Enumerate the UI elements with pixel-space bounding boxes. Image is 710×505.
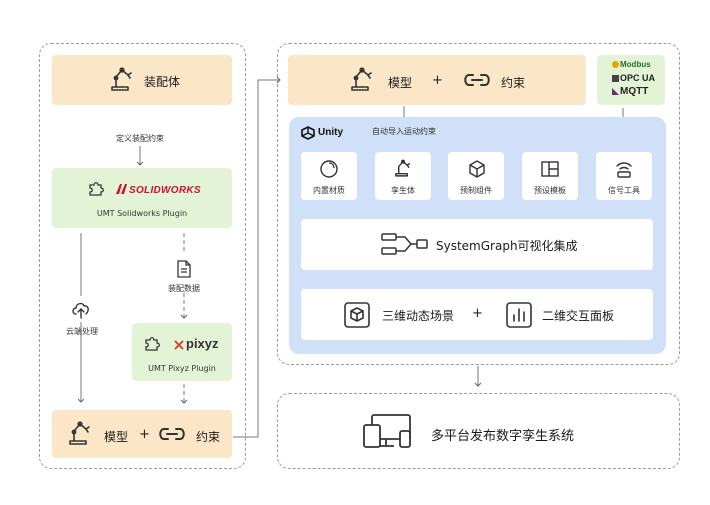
material-icon: [320, 160, 338, 178]
signal-icon: [616, 162, 632, 178]
solidworks-plugin-node: [52, 168, 232, 228]
left-model-label: 模型: [104, 430, 129, 444]
assembly-data-label: 装配数据: [168, 284, 200, 293]
right-plus: +: [432, 73, 443, 88]
card-signal-label: 信号工具: [608, 186, 640, 195]
link-icon: [159, 428, 185, 440]
cloud-upload-icon: [72, 302, 89, 319]
systemgraph-bar: [301, 219, 653, 270]
left-constraint-label: 约束: [196, 430, 221, 444]
card-template-label: 预设模板: [534, 186, 566, 195]
assembly-label: 装配体: [144, 75, 181, 89]
cube-box-icon: [344, 302, 370, 328]
cloud-processing-label: 云端处理: [66, 327, 98, 336]
cube-icon: [469, 160, 485, 178]
scene-3d-label: 三维动态场景: [382, 309, 455, 323]
protocol-opcua: OPC UA: [620, 73, 656, 83]
scene-plus: +: [472, 306, 483, 321]
solidworks-logo: SOLIDWORKS: [129, 185, 201, 196]
protocol-mqtt: MQTT: [620, 86, 649, 97]
link-icon: [464, 74, 490, 86]
protocol-modbus: Modbus: [620, 60, 651, 69]
scene-dashboard-bar: [301, 289, 653, 340]
modbus-icon: [612, 61, 619, 68]
right-panel: [277, 43, 680, 365]
card-prefab-label: 预制组件: [460, 186, 492, 195]
protocols-node: [597, 55, 665, 105]
left-panel: [39, 43, 246, 469]
unity-label: Unity: [318, 127, 343, 138]
robot-arm-icon: [351, 67, 372, 91]
pixyz-plugin-node: [132, 323, 232, 381]
bar-chart-icon: [506, 302, 532, 328]
systemgraph-label: SystemGraph可视化集成: [436, 239, 578, 253]
robot-arm-icon: [395, 159, 411, 177]
card-signal: [596, 152, 652, 200]
left-result-node: [52, 410, 232, 458]
solidworks-plugin-label: UMT Solidworks Plugin: [96, 209, 188, 218]
publish-label: 多平台发布数字孪生系统: [431, 429, 575, 444]
card-material-label: 内置材质: [313, 186, 345, 195]
right-top-node: [288, 55, 586, 105]
robot-arm-icon: [111, 67, 132, 91]
card-material: [301, 152, 357, 200]
pixyz-logo: pixyz: [186, 336, 219, 351]
dashboard-2d-label: 二维交互面板: [542, 309, 615, 323]
left-plus: +: [139, 427, 150, 442]
unity-logo-icon: [301, 126, 315, 140]
publish-panel: [277, 393, 680, 469]
assembly-node: [52, 55, 232, 105]
multi-device-icon: [363, 414, 411, 448]
solidworks-ds-icon: [116, 184, 127, 194]
template-icon: [541, 161, 559, 177]
node-graph-icon: [381, 233, 428, 255]
pixyz-plugin-label: UMT Pixyz Plugin: [148, 364, 216, 373]
puzzle-icon: [145, 337, 160, 351]
define-constraints-label: 定义装配约束: [116, 134, 164, 143]
card-twin-label: 孪生体: [391, 186, 415, 195]
right-model-label: 模型: [388, 76, 413, 90]
mqtt-icon: [612, 88, 619, 95]
auto-import-label: 自动导入运动约束: [372, 127, 436, 136]
right-constraint-label: 约束: [501, 76, 526, 90]
document-icon: [177, 260, 191, 278]
puzzle-icon: [89, 182, 104, 196]
pixyz-mark-icon: [174, 340, 184, 350]
opcua-icon: [612, 75, 619, 82]
robot-arm-icon: [69, 421, 90, 445]
